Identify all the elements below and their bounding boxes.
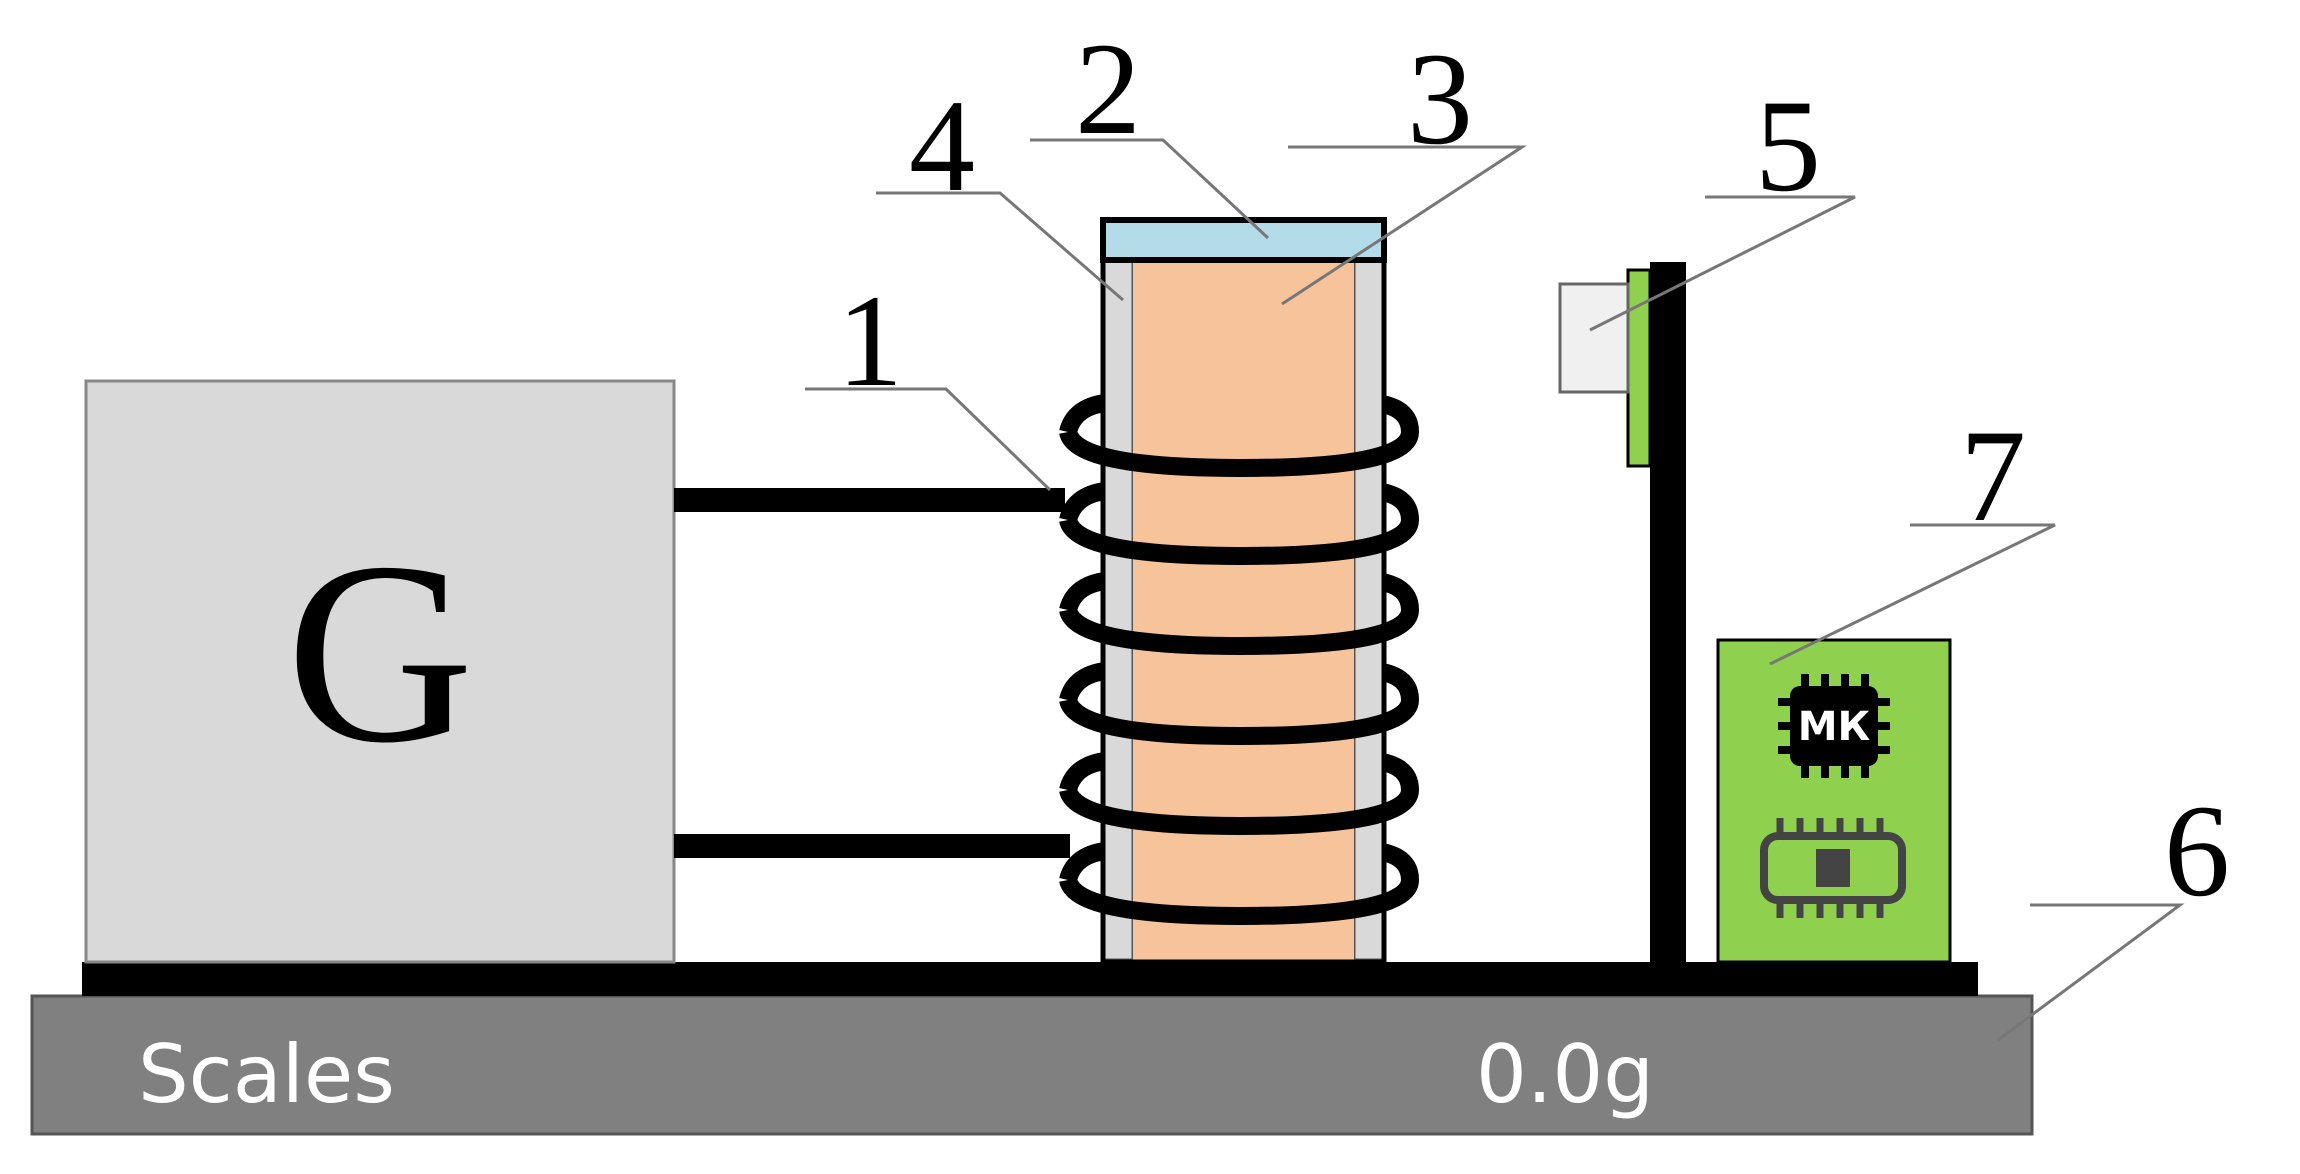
microcontroller-icon: МК [1778, 674, 1890, 778]
tube-wall-left [1101, 258, 1135, 962]
callout-4: 4 [909, 72, 975, 219]
generator-box [84, 379, 676, 964]
sensor-stand [1650, 262, 1686, 962]
callout-leaders [805, 138, 2185, 1042]
scales-label: Scales [138, 1028, 395, 1121]
coil-front [1059, 428, 1419, 926]
callout-5: 5 [1755, 72, 1821, 219]
scales-body [30, 994, 2034, 1136]
scales-reading: 0.0g [1476, 1028, 1654, 1121]
platform-plate [82, 962, 1978, 996]
tube-outline [1100, 217, 1387, 965]
microcontroller-label: МК [1798, 704, 1871, 750]
callout-7: 7 [1960, 402, 2026, 549]
tube-cap [1100, 217, 1387, 263]
callout-1: 1 [837, 267, 903, 414]
sensor-head [1558, 282, 1630, 394]
sample-body [1133, 260, 1354, 960]
generator-label: G [286, 509, 474, 797]
sensor-board [1626, 268, 1652, 468]
tube-wall-right [1352, 258, 1386, 962]
memory-chip-icon [1760, 818, 1906, 918]
callout-6: 6 [2164, 777, 2230, 924]
callout-3: 3 [1407, 25, 1473, 172]
callout-2: 2 [1075, 15, 1141, 162]
